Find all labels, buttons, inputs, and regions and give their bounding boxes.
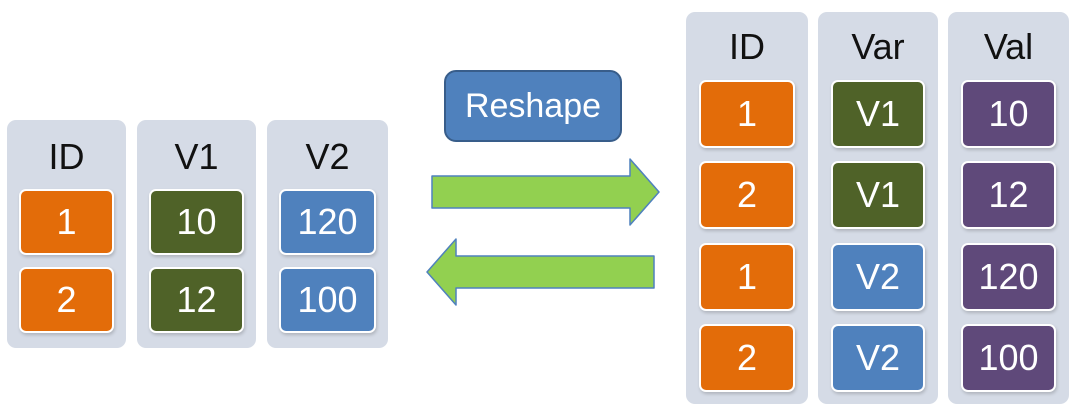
wide-table-v1-column: V1 10 12 [137,120,256,348]
wide-table-id-column: ID 1 2 [7,120,126,348]
table-cell: 2 [19,267,114,333]
column-header: Val [983,26,1034,67]
long-table-id-column: ID 1 2 1 2 [686,12,808,404]
table-cell: 100 [961,324,1056,392]
column-header: V2 [305,136,350,177]
table-cell: 1 [699,243,795,311]
table-cell: 12 [961,161,1056,229]
table-cell: 10 [149,189,244,255]
table-cell: 100 [279,267,376,333]
table-cell: 12 [149,267,244,333]
table-cell: 2 [699,324,795,392]
table-cell: V1 [831,161,925,229]
column-header: ID [48,136,85,177]
table-cell: 120 [961,243,1056,311]
column-header: V1 [174,136,219,177]
long-table-var-column: Var V1 V1 V2 V2 [818,12,938,404]
table-cell: 2 [699,161,795,229]
right-arrow-icon [431,158,660,226]
table-cell: V2 [831,243,925,311]
table-cell: 1 [699,80,795,148]
column-header: ID [729,26,765,67]
table-cell: V2 [831,324,925,392]
wide-table-v2-column: V2 120 100 [267,120,388,348]
table-cell: 120 [279,189,376,255]
table-cell: V1 [831,80,925,148]
column-header: Var [851,26,905,67]
table-cell: 1 [19,189,114,255]
reshape-button[interactable]: Reshape [444,70,622,142]
left-arrow-icon [426,238,655,306]
long-table-val-column: Val 10 12 120 100 [948,12,1069,404]
table-cell: 10 [961,80,1056,148]
